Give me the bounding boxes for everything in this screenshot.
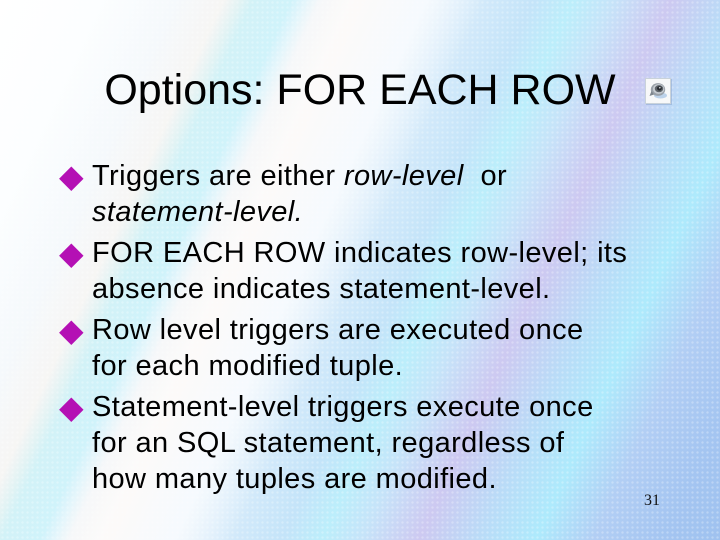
speaker-icon-glyph <box>649 83 667 99</box>
speaker-sound-icon[interactable] <box>645 78 671 104</box>
diamond-bullet-icon: ◆ <box>59 388 85 426</box>
page-number: 31 <box>644 492 660 509</box>
page-title: Options: FOR EACH ROW <box>104 66 616 114</box>
diamond-bullet-icon: ◆ <box>59 234 85 272</box>
diamond-bullet-icon: ◆ <box>59 311 85 349</box>
diamond-bullet-icon: ◆ <box>59 157 85 195</box>
